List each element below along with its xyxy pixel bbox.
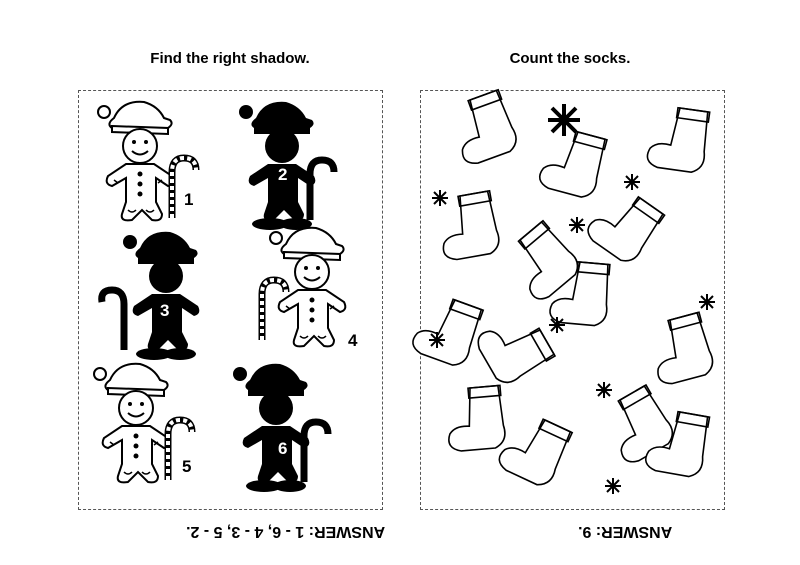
label-5: 5 bbox=[182, 457, 191, 476]
right-answer: ANSWER: 9. bbox=[578, 523, 673, 540]
label-3: 3 bbox=[160, 301, 169, 320]
label-6: 6 bbox=[278, 439, 287, 458]
shadow-6 bbox=[233, 363, 332, 492]
sock-maze bbox=[408, 88, 717, 491]
label-1: 1 bbox=[184, 190, 193, 209]
gingerbread-man-5 bbox=[93, 362, 171, 484]
gingerbread-man-1 bbox=[97, 100, 175, 222]
left-answer: ANSWER: 1 - 6, 4 - 3, 5 - 2. bbox=[186, 523, 386, 540]
shadow-2 bbox=[239, 101, 338, 230]
socks-puzzle-panel bbox=[420, 90, 725, 510]
label-2: 2 bbox=[278, 165, 287, 184]
candy-cane-1 bbox=[172, 158, 196, 218]
label-4: 4 bbox=[348, 331, 358, 350]
shadow-3 bbox=[98, 231, 200, 360]
left-puzzle-title: Find the right shadow. bbox=[150, 50, 310, 67]
shadow-puzzle-panel bbox=[78, 90, 383, 510]
gingerbread-man-4 bbox=[269, 226, 347, 348]
right-puzzle-title: Count the socks. bbox=[509, 50, 631, 67]
